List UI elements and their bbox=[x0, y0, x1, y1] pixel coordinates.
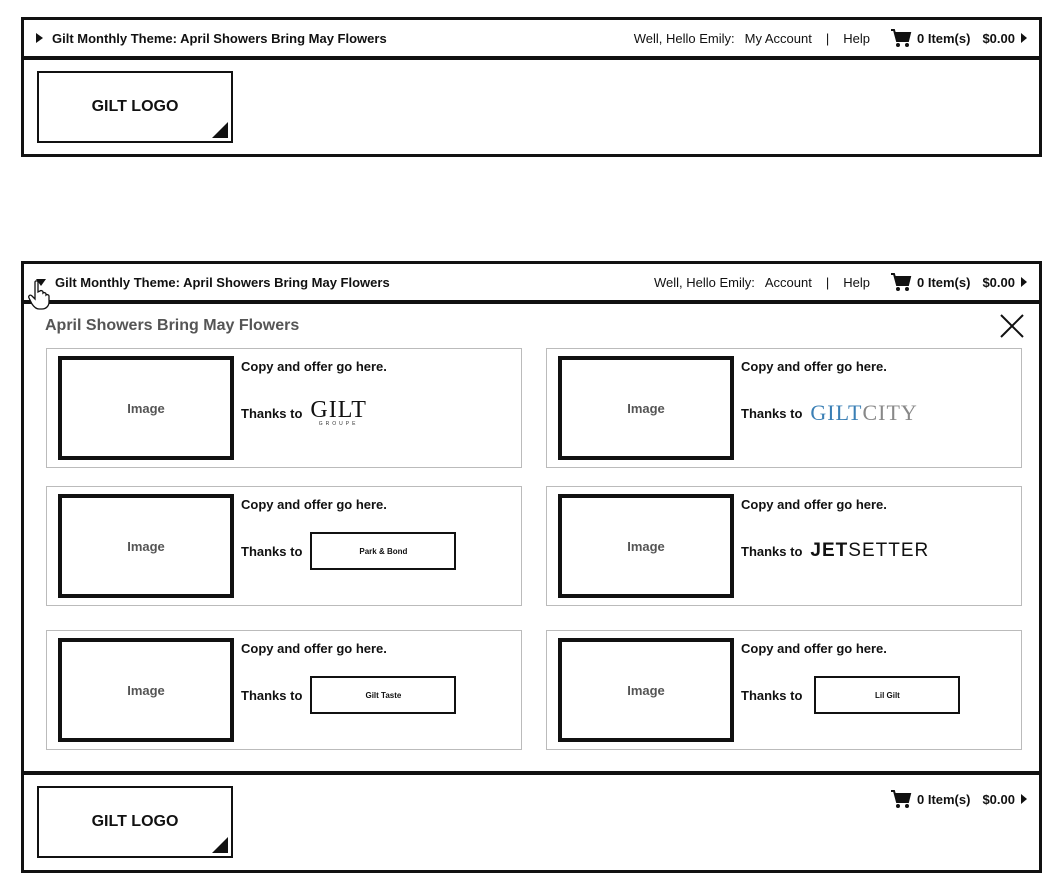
cart-icon bbox=[890, 273, 912, 291]
thanks-row: Thanks to GILTCITY bbox=[741, 393, 918, 433]
header-collapsed: Gilt Monthly Theme: April Showers Bring … bbox=[21, 17, 1042, 157]
triangle-down-icon bbox=[36, 278, 46, 286]
close-icon[interactable] bbox=[999, 313, 1025, 339]
thanks-row: Thanks to Park & Bond bbox=[241, 531, 457, 571]
cart-total: $0.00 bbox=[982, 791, 1015, 807]
offer-card-gilt-city[interactable]: Image Copy and offer go here. Thanks to … bbox=[546, 348, 1022, 468]
thanks-label: Thanks to bbox=[241, 687, 303, 703]
brand-logo-jetsetter[interactable]: JETSETTER bbox=[810, 540, 930, 561]
gilt-logo[interactable]: GILT LOGO bbox=[37, 786, 233, 858]
logo-text: GILT LOGO bbox=[91, 98, 179, 115]
cart-icon bbox=[890, 790, 912, 808]
thanks-row: Thanks to GILT GROUPE bbox=[241, 393, 367, 433]
brand-logo-gilt-taste[interactable]: Gilt Taste bbox=[310, 676, 457, 714]
cart-total: $0.00 bbox=[982, 274, 1015, 290]
brand-logo-gilt-city[interactable]: GILTCITY bbox=[810, 400, 918, 425]
cart-items: 0 Item(s) bbox=[916, 274, 971, 290]
corner-triangle-icon bbox=[212, 837, 228, 853]
footer-divider bbox=[24, 771, 1039, 775]
header-expanded: Gilt Monthly Theme: April Showers Bring … bbox=[21, 261, 1042, 873]
offer-image[interactable]: Image bbox=[558, 638, 734, 742]
thanks-label: Thanks to bbox=[741, 687, 803, 703]
offer-copy: Copy and offer go here. bbox=[741, 497, 887, 512]
logo-text: GILT LOGO bbox=[91, 813, 179, 830]
offer-copy: Copy and offer go here. bbox=[741, 359, 887, 374]
footer-cart-button[interactable]: 0 Item(s) $0.00 bbox=[890, 789, 1027, 809]
cart-button[interactable]: 0 Item(s) $0.00 bbox=[890, 272, 1027, 292]
separator: | bbox=[825, 30, 830, 46]
greeting: Well, Hello Emily: bbox=[633, 30, 735, 46]
thanks-row: Thanks to JETSETTER bbox=[741, 531, 929, 571]
triangle-right-icon bbox=[1021, 33, 1027, 43]
greeting: Well, Hello Emily: bbox=[653, 274, 755, 290]
offer-copy: Copy and offer go here. bbox=[241, 641, 387, 656]
offer-image[interactable]: Image bbox=[58, 356, 234, 460]
triangle-right-icon bbox=[1021, 794, 1027, 804]
offer-card-gilt[interactable]: Image Copy and offer go here. Thanks to … bbox=[46, 348, 522, 468]
brand-logo-lil-gilt[interactable]: Lil Gilt bbox=[814, 676, 961, 714]
my-account-link[interactable]: My Account bbox=[744, 30, 812, 46]
theme-toggle[interactable]: Gilt Monthly Theme: April Showers Bring … bbox=[36, 20, 387, 56]
brand-logo-park-bond[interactable]: Park & Bond bbox=[310, 532, 457, 570]
thanks-label: Thanks to bbox=[741, 405, 803, 421]
offer-card-lil-gilt[interactable]: Image Copy and offer go here. Thanks to … bbox=[546, 630, 1022, 750]
corner-triangle-icon bbox=[212, 122, 228, 138]
account-area: Well, Hello Emily: Account | Help 0 Item… bbox=[654, 264, 1027, 300]
cart-total: $0.00 bbox=[982, 30, 1015, 46]
brand-logo-gilt[interactable]: GILT GROUPE bbox=[310, 397, 367, 427]
thanks-row: Thanks to Gilt Taste bbox=[241, 675, 457, 715]
thanks-row: Thanks to Lil Gilt bbox=[741, 675, 961, 715]
offer-image[interactable]: Image bbox=[558, 356, 734, 460]
offer-copy: Copy and offer go here. bbox=[741, 641, 887, 656]
cart-items: 0 Item(s) bbox=[916, 791, 971, 807]
gilt-logo[interactable]: GILT LOGO bbox=[37, 71, 233, 143]
offer-copy: Copy and offer go here. bbox=[241, 497, 387, 512]
account-area: Well, Hello Emily: My Account | Help 0 I… bbox=[634, 20, 1027, 56]
top-bar-expanded: Gilt Monthly Theme: April Showers Bring … bbox=[24, 264, 1039, 304]
thanks-label: Thanks to bbox=[241, 543, 303, 559]
offer-card-park-bond[interactable]: Image Copy and offer go here. Thanks to … bbox=[46, 486, 522, 606]
triangle-right-icon bbox=[36, 33, 43, 43]
triangle-right-icon bbox=[1021, 277, 1027, 287]
offer-image[interactable]: Image bbox=[558, 494, 734, 598]
offer-image[interactable]: Image bbox=[58, 638, 234, 742]
account-link[interactable]: Account bbox=[764, 274, 812, 290]
thanks-label: Thanks to bbox=[241, 405, 303, 421]
separator: | bbox=[825, 274, 830, 290]
theme-toggle-expanded[interactable]: Gilt Monthly Theme: April Showers Bring … bbox=[36, 264, 390, 300]
thanks-label: Thanks to bbox=[741, 543, 803, 559]
cart-icon bbox=[890, 29, 912, 47]
panel-title: April Showers Bring May Flowers bbox=[45, 317, 300, 334]
top-bar: Gilt Monthly Theme: April Showers Bring … bbox=[24, 20, 1039, 60]
offer-copy: Copy and offer go here. bbox=[241, 359, 387, 374]
theme-label: Gilt Monthly Theme: April Showers Bring … bbox=[55, 274, 390, 290]
hand-pointer-icon bbox=[28, 280, 50, 310]
cart-button[interactable]: 0 Item(s) $0.00 bbox=[890, 28, 1027, 48]
offer-card-jetsetter[interactable]: Image Copy and offer go here. Thanks to … bbox=[546, 486, 1022, 606]
help-link[interactable]: Help bbox=[843, 274, 870, 290]
theme-label: Gilt Monthly Theme: April Showers Bring … bbox=[52, 30, 387, 46]
help-link[interactable]: Help bbox=[843, 30, 870, 46]
offer-image[interactable]: Image bbox=[58, 494, 234, 598]
offer-card-gilt-taste[interactable]: Image Copy and offer go here. Thanks to … bbox=[46, 630, 522, 750]
cart-items: 0 Item(s) bbox=[916, 30, 971, 46]
